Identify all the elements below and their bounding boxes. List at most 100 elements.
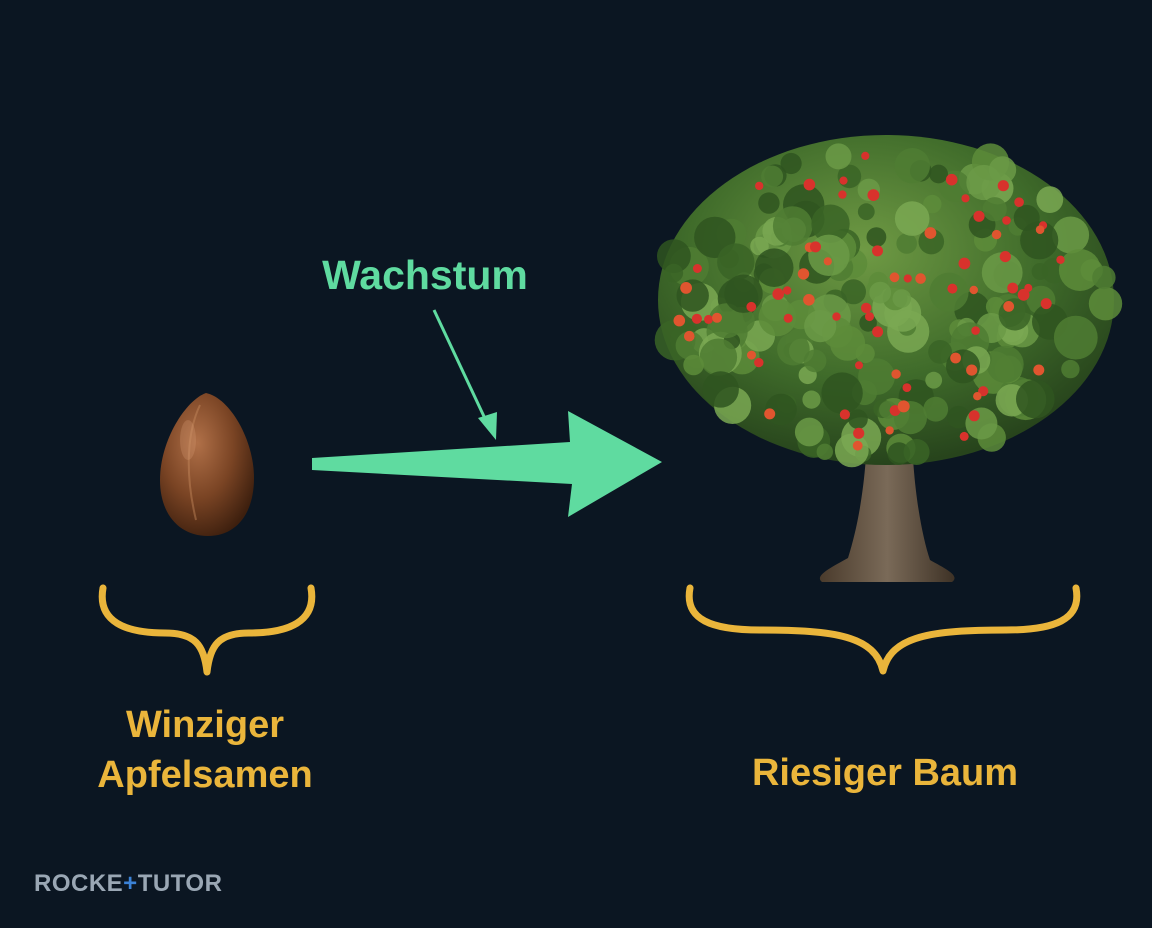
foliage-clump <box>928 340 952 364</box>
foliage-clump <box>780 152 802 175</box>
apple <box>838 190 847 199</box>
apple <box>959 431 969 441</box>
seed-label: Winziger Apfelsamen <box>70 700 340 800</box>
foliage-clump <box>683 354 704 376</box>
foliage-clump <box>1036 186 1064 214</box>
foliage-clump <box>841 279 866 305</box>
brand-plus: + <box>123 870 138 897</box>
foliage-clump <box>717 243 755 281</box>
apple <box>991 229 1002 240</box>
apple <box>764 408 776 420</box>
foliage-clump <box>1053 315 1098 360</box>
apple <box>754 357 764 368</box>
foliage-clump <box>918 228 945 255</box>
brand-text-part1: ROCKE <box>34 870 124 897</box>
brand-text-part2: TUTOR <box>137 870 223 897</box>
foliage-clump <box>772 206 813 246</box>
apple <box>969 285 978 295</box>
label-pointer-arrow <box>432 309 497 440</box>
apple <box>673 314 686 327</box>
apple <box>947 283 958 294</box>
apple <box>746 301 757 312</box>
foliage-clump <box>758 192 780 214</box>
foliage-clump <box>708 303 744 339</box>
apple <box>852 440 863 451</box>
foliage-clump <box>857 203 875 221</box>
apple <box>853 427 865 439</box>
foliage-clump <box>676 279 709 312</box>
foliage-clump <box>825 143 852 170</box>
apple <box>997 180 1009 192</box>
apple <box>915 273 926 284</box>
foliage-clump <box>866 227 887 248</box>
apple <box>1003 301 1015 312</box>
foliage-clump <box>758 298 797 337</box>
foliage-clump <box>903 439 930 465</box>
apple <box>1007 282 1019 294</box>
apple <box>966 364 978 376</box>
foliage-clump <box>1088 287 1123 321</box>
foliage-clump <box>699 338 738 376</box>
growth-arrow <box>312 411 662 517</box>
apple <box>861 151 870 160</box>
foliage-clump <box>802 390 821 409</box>
apple <box>1002 216 1011 225</box>
apple <box>1033 364 1045 376</box>
apple <box>872 326 884 338</box>
apple <box>971 326 980 335</box>
apple <box>755 181 764 191</box>
foliage-clump <box>754 248 794 287</box>
foliage-clump <box>1052 216 1090 254</box>
apple <box>924 227 937 239</box>
apple <box>945 173 958 186</box>
foliage-clump <box>1061 359 1080 379</box>
foliage-clump <box>929 164 948 184</box>
foliage-clump <box>804 310 837 343</box>
apple <box>797 268 810 280</box>
apple <box>885 426 894 435</box>
apple <box>832 312 841 321</box>
apple-seed-icon <box>160 393 254 536</box>
apple <box>872 245 883 257</box>
foliage-clump <box>803 349 827 373</box>
foliage-clump <box>821 372 863 414</box>
apple <box>968 410 980 422</box>
foliage-clump <box>982 197 1007 222</box>
apple <box>855 361 863 370</box>
foliage-clump <box>988 156 1017 184</box>
foliage-clump <box>894 201 930 236</box>
apple <box>680 282 692 294</box>
apple <box>691 313 703 324</box>
tree-brace <box>685 584 1081 675</box>
apple <box>889 272 900 283</box>
apple <box>973 210 985 222</box>
foliage-clump <box>947 405 970 429</box>
foliage-clump <box>998 298 1031 331</box>
foliage-clump <box>794 417 824 447</box>
apple <box>839 176 848 185</box>
foliage-clump <box>702 371 739 408</box>
apple <box>961 194 970 203</box>
apple <box>891 369 901 379</box>
apple <box>823 257 832 266</box>
apple <box>803 294 815 306</box>
apple <box>839 409 851 420</box>
apple <box>1035 225 1045 234</box>
foliage-clump <box>855 343 875 364</box>
foliage-clump <box>1020 221 1059 260</box>
apple <box>1056 255 1065 264</box>
seed-label-line2: Apfelsamen <box>97 754 313 796</box>
foliage-clump <box>896 233 917 254</box>
apple <box>999 251 1011 263</box>
apple <box>712 312 722 323</box>
foliage-clump <box>986 345 1024 383</box>
foliage-clump <box>816 443 833 460</box>
foliage-clump <box>1092 265 1116 290</box>
apple <box>903 274 912 283</box>
apple <box>772 288 784 300</box>
foliage-clump <box>811 204 850 243</box>
apple <box>704 314 713 324</box>
brand-logo: ROCKE+TUTOR <box>34 870 222 898</box>
growth-label: Wachstum <box>322 252 528 298</box>
